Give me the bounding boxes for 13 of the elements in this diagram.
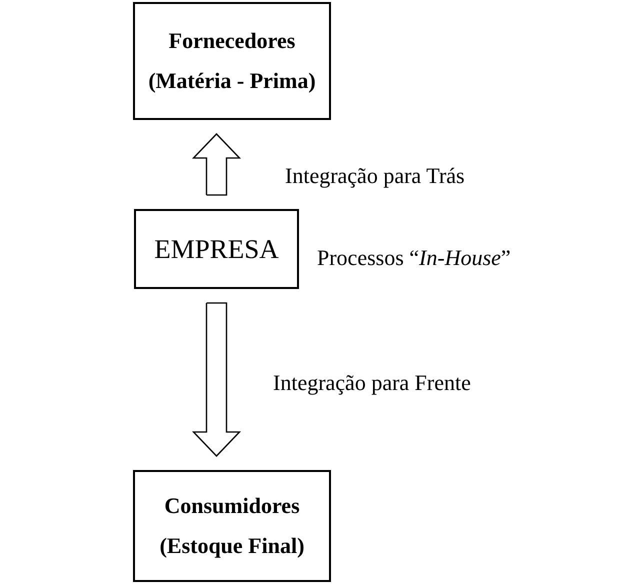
box-text: Fornecedores [168,28,296,54]
annotation-text: Processos “In-House” [317,245,511,271]
box-text: (Estoque Final) [160,533,304,559]
box-text: EMPRESA [154,234,279,264]
box-text: Consumidores [164,493,300,519]
process-box [133,470,331,582]
block-arrow [192,302,242,457]
edge-label: Integração para Trás [285,163,465,189]
edge-label: Integração para Frente [273,370,471,396]
box-text: (Matéria - Prima) [148,68,316,94]
process-box [133,2,331,120]
block-arrow [192,133,242,196]
process-box [134,209,299,289]
